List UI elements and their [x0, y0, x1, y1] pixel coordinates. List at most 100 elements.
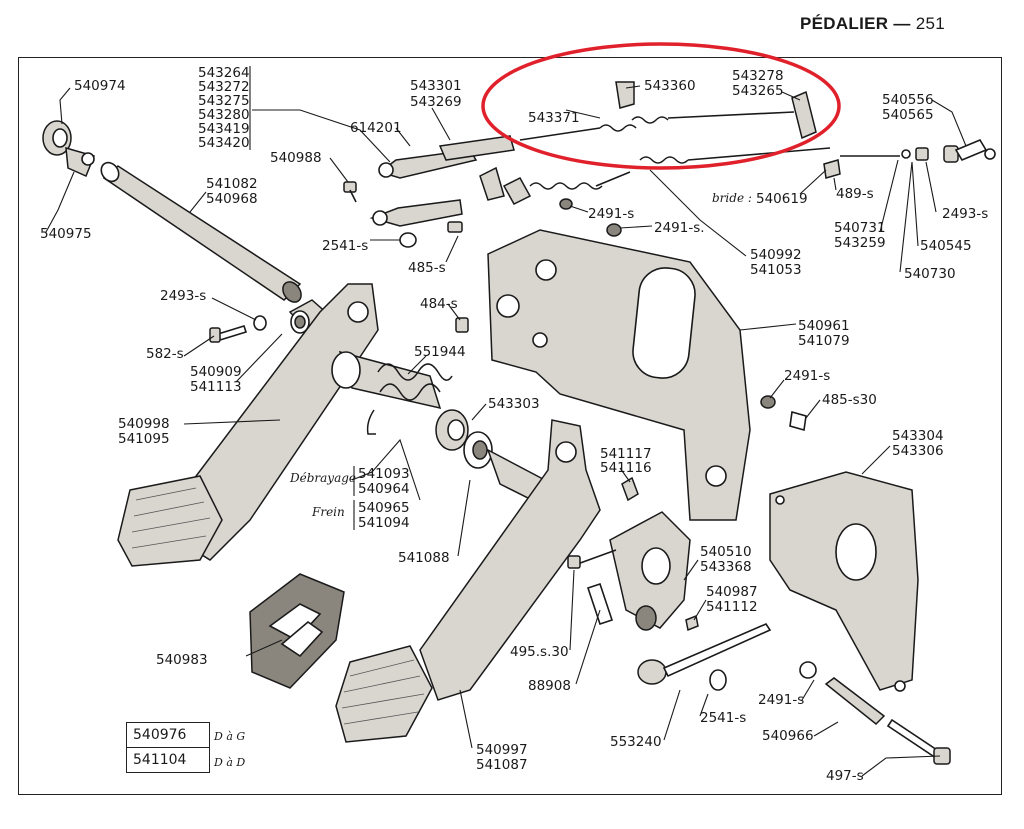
label-541117: 541117	[600, 446, 652, 462]
label-540975: 540975	[40, 226, 92, 242]
shaft-541082-drawing	[100, 161, 302, 303]
label-543420: 543420	[198, 135, 250, 151]
fasteners-drawing	[343, 81, 841, 632]
label-485s: 485-s	[408, 260, 446, 276]
label-88908: 88908	[528, 678, 571, 694]
label-543360: 543360	[644, 78, 696, 94]
label-2493s-left: 2493-s	[160, 288, 206, 304]
legend-row-2: 541104	[127, 747, 209, 772]
bracket-540961-drawing	[487, 229, 751, 521]
label-614201: 614201	[350, 120, 402, 136]
label-540961: 540961	[798, 318, 850, 334]
page-title: PÉDALIER	[800, 14, 889, 33]
label-541094: 541094	[358, 515, 410, 531]
label-2541s-b: 2541-s	[700, 710, 746, 726]
bracket-543304-drawing	[769, 471, 919, 692]
label-540565: 540565	[882, 107, 934, 123]
label-543264: 543264	[198, 65, 250, 81]
label-541053: 541053	[750, 262, 802, 278]
label-543306: 543306	[892, 443, 944, 459]
label-541088: 541088	[398, 550, 450, 566]
legend-note-1: D à G	[214, 730, 246, 743]
label-541113: 541113	[190, 379, 242, 395]
label-543272: 543272	[198, 79, 250, 95]
label-541112: 541112	[706, 599, 758, 615]
label-543269: 543269	[410, 94, 462, 110]
clutch-pedal-pad-drawing	[117, 475, 223, 567]
label-543371: 543371	[528, 110, 580, 126]
label-540987: 540987	[706, 584, 758, 600]
legend-part-2: 541104	[133, 752, 187, 768]
label-543278: 543278	[732, 68, 784, 84]
label-543259: 543259	[834, 235, 886, 251]
legend-row-1: 540976	[127, 723, 209, 747]
label-541093: 541093	[358, 466, 410, 482]
page-dash: —	[893, 14, 911, 33]
label-541079: 541079	[798, 333, 850, 349]
label-540964: 540964	[358, 481, 410, 497]
label-540909: 540909	[190, 364, 242, 380]
label-543265: 543265	[732, 83, 784, 99]
spring-551944-drawing	[366, 363, 453, 435]
group-brackets	[249, 66, 355, 530]
label-debrayage: Débrayage	[289, 471, 356, 485]
pedal-rubber-540983-drawing	[249, 573, 345, 689]
label-543368: 543368	[700, 559, 752, 575]
label-540545: 540545	[920, 238, 972, 254]
legend-part-1: 540976	[133, 727, 187, 743]
label-551944: 551944	[414, 344, 466, 360]
page-header: PÉDALIER — 251	[800, 14, 945, 34]
label-553240: 553240	[610, 734, 662, 750]
label-543275: 543275	[198, 93, 250, 109]
part-labels: 540974 540975 543264 543272 543275 54328…	[40, 65, 988, 784]
label-489s: 489-s	[836, 186, 874, 202]
label-540992: 540992	[750, 247, 802, 263]
label-484s: 484-s	[420, 296, 458, 312]
label-bride: bride :	[712, 191, 752, 205]
label-2491s-a: 2491-s	[588, 206, 634, 222]
label-540730: 540730	[904, 266, 956, 282]
clevis-540510-drawing	[571, 511, 691, 631]
label-540966: 540966	[762, 728, 814, 744]
label-543419: 543419	[198, 121, 250, 137]
label-495s30: 495.s.30	[510, 644, 569, 660]
red-highlight-ellipse	[481, 42, 841, 170]
label-543304: 543304	[892, 428, 944, 444]
brake-pedal-pad-drawing	[335, 645, 433, 743]
nut-540974-drawing	[42, 120, 96, 178]
label-541116: 541116	[600, 460, 652, 476]
label-543303: 543303	[488, 396, 540, 412]
label-541082: 541082	[206, 176, 258, 192]
label-540510: 540510	[700, 544, 752, 560]
label-485s30: 485-s30	[822, 392, 877, 408]
label-2491s-c: 2491-s	[784, 368, 830, 384]
page-number: 251	[915, 14, 945, 33]
label-540619: 540619	[756, 191, 808, 207]
legend-note-2: D à D	[214, 756, 246, 769]
pin-540966-drawing	[799, 661, 886, 726]
rings-543303-drawing	[435, 409, 493, 469]
hardware-540556-drawing	[901, 138, 996, 163]
label-2491s-d: 2491-s	[758, 692, 804, 708]
rod-553240-drawing	[637, 623, 772, 691]
label-543301: 543301	[410, 78, 462, 94]
label-540983: 540983	[156, 652, 208, 668]
label-540968: 540968	[206, 191, 258, 207]
label-540556: 540556	[882, 92, 934, 108]
label-2491s-b: 2491-s.	[654, 220, 705, 236]
label-540998: 540998	[118, 416, 170, 432]
bolt-582s-drawing	[209, 315, 267, 343]
label-540974: 540974	[74, 78, 126, 94]
label-540997: 540997	[476, 742, 528, 758]
bushing-540909-drawing	[288, 299, 332, 334]
label-543280: 543280	[198, 107, 250, 123]
label-540988: 540988	[270, 150, 322, 166]
clutch-pedal-arm-drawing	[177, 283, 442, 561]
brake-pedal-arm-drawing	[419, 419, 601, 701]
label-frein: Frein	[311, 505, 345, 519]
label-582s: 582-s	[146, 346, 184, 362]
diagram-frame	[18, 57, 1002, 795]
label-540731: 540731	[834, 220, 886, 236]
leader-lines	[45, 85, 967, 777]
label-2493s-right: 2493-s	[942, 206, 988, 222]
